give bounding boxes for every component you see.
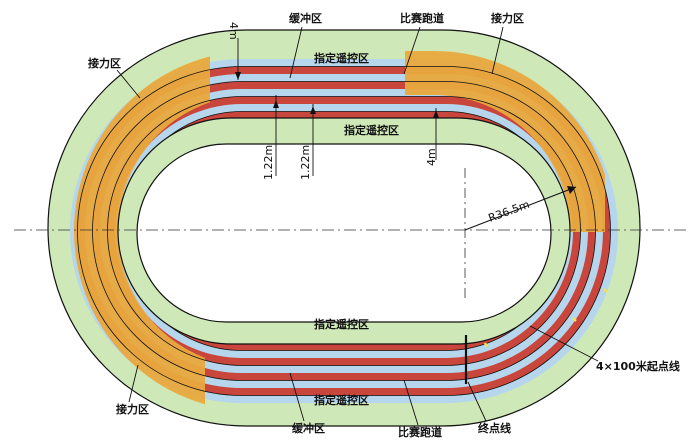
- infield: [136, 143, 552, 323]
- dim-4m-right-arrow: [433, 110, 439, 118]
- relay-start-tick-1: [603, 288, 608, 293]
- leader-relay-top-right: [491, 26, 504, 75]
- leader-competition-lane-bottom: [403, 379, 419, 426]
- relay-zone-top-right: [405, 51, 605, 232]
- label-competition-lane-bottom: 比赛跑道: [398, 425, 442, 439]
- label-relay-top-left: 接力区: [88, 56, 121, 70]
- leader-buffer-top: [289, 26, 303, 79]
- dim-1-22m-label-2: 1.22m: [299, 145, 312, 180]
- leader-relay-start-line: [529, 325, 599, 362]
- dim-4m-right-label: 4m: [425, 148, 438, 166]
- label-designated-inner-bottom: 指定遥控区: [314, 317, 369, 331]
- label-buffer-bottom: 缓冲区: [292, 421, 325, 435]
- leader-relay-bottom-left: [128, 364, 139, 403]
- label-relay-start-line: 4×100米起点线: [596, 359, 680, 373]
- dim-4m-top-arrow: [235, 72, 241, 80]
- radius-arrowhead: [567, 186, 576, 194]
- dim-1-22m-arrow-2: [310, 106, 316, 114]
- leader-buffer-bottom: [289, 372, 305, 422]
- relay-zone-top-left: [74, 56, 210, 232]
- label-relay-top-right: 接力区: [491, 11, 524, 25]
- lane-line-4: [92, 81, 596, 381]
- leader-relay-top-left: [116, 69, 141, 99]
- lane-line-2: [77, 66, 611, 396]
- dim-4m-top-label: 4m: [227, 22, 240, 40]
- leader-finish-line: [467, 381, 487, 422]
- lane-line-6: [107, 96, 581, 366]
- relay-start-tick-3: [483, 342, 489, 348]
- label-designated-outer-bottom: 指定遥控区: [314, 393, 369, 407]
- label-relay-bottom-left: 接力区: [116, 402, 149, 416]
- label-designated-outer-top: 指定遥控区: [314, 51, 369, 65]
- label-buffer-top: 缓冲区: [289, 11, 322, 25]
- relay-start-tick-2: [572, 317, 577, 322]
- label-designated-inner-top: 指定遥控区: [344, 123, 399, 137]
- leader-competition-lane-top: [403, 26, 421, 75]
- label-competition-lane-top: 比赛跑道: [400, 11, 444, 25]
- radius-line: [464, 186, 577, 231]
- label-finish-line: 终点线: [478, 421, 511, 435]
- dim-1-22m-label-1: 1.22m: [262, 145, 275, 180]
- dim-1-22m-arrow-1: [273, 100, 279, 108]
